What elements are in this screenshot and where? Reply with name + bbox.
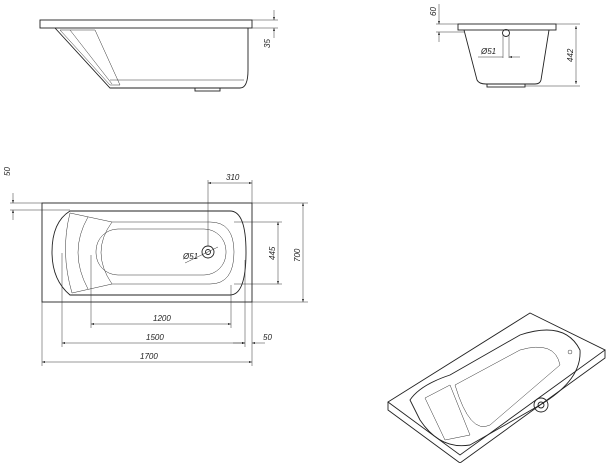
dim-height-end: 442 xyxy=(566,48,575,62)
dim-end-offset: 50 xyxy=(263,333,272,342)
dim-rim-end: 60 xyxy=(429,7,438,16)
dim-inner-width: 445 xyxy=(268,246,277,260)
dim-drain-offset: 310 xyxy=(226,173,240,182)
side-view: 35 xyxy=(39,10,278,92)
dim-rim-side: 35 xyxy=(263,39,272,48)
dim-top-offset: 50 xyxy=(3,167,12,176)
dim-drain-end: Ø51 xyxy=(480,47,496,56)
end-view: Ø51 60 442 xyxy=(429,4,580,88)
dim-inner-length: 1500 xyxy=(146,333,164,342)
plan-view: Ø51 50 310 445 700 1200 1500 50 xyxy=(3,167,308,366)
isometric-view xyxy=(387,312,606,463)
dim-bottom-length: 1200 xyxy=(153,314,171,323)
dim-drain-plan: Ø51 xyxy=(182,252,198,261)
dim-length: 1700 xyxy=(140,352,158,361)
dim-width: 700 xyxy=(293,248,302,262)
